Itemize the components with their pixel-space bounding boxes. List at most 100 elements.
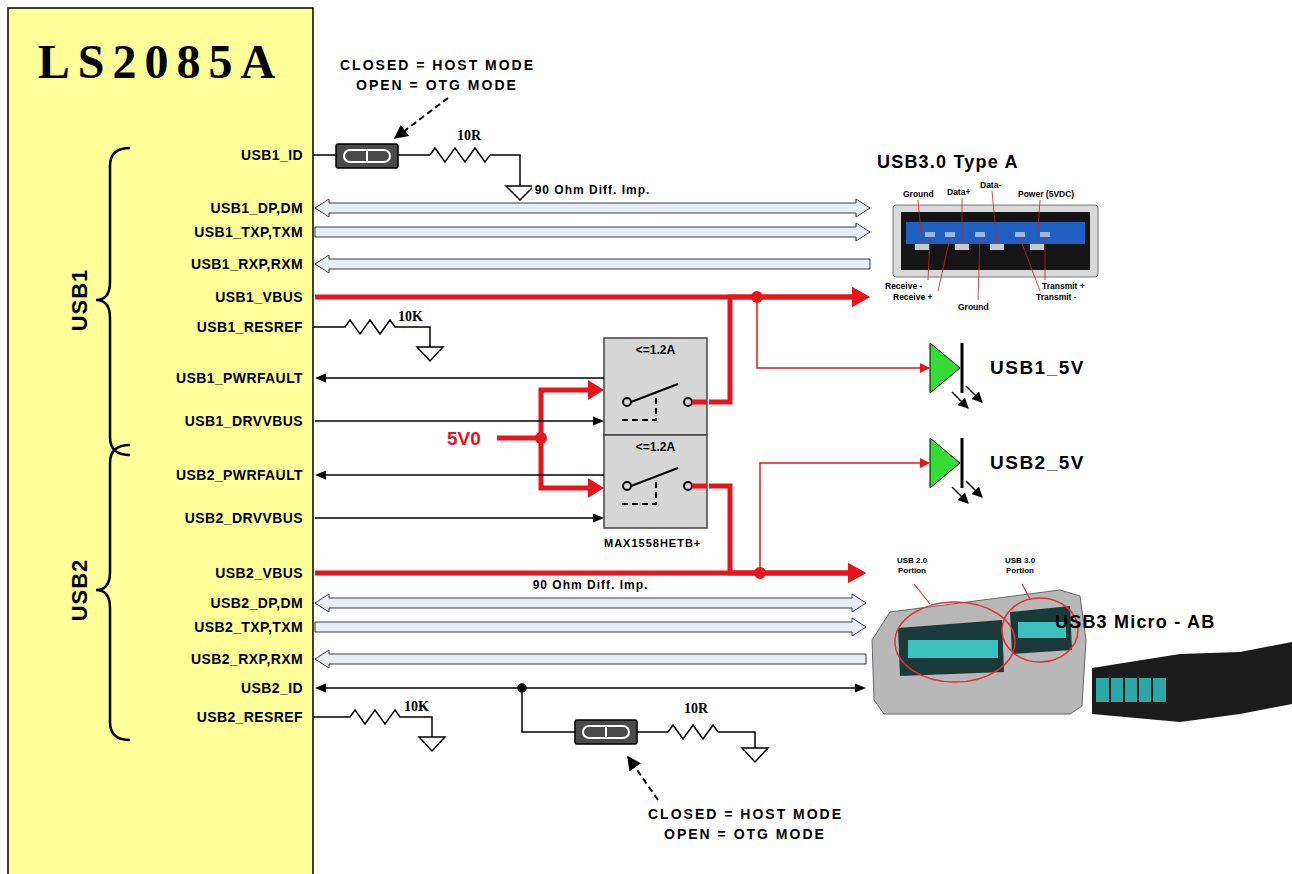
signal-name: USB1_VBUS (215, 289, 303, 305)
signal-name: USB1_ID (241, 147, 303, 163)
usb-micro-ab-picture (898, 620, 1004, 676)
component-value: 10R (457, 128, 481, 144)
signal-wire (315, 514, 604, 523)
switch-symbol (622, 394, 656, 420)
usb-type-a-picture (918, 191, 1045, 300)
switch-symbol (631, 468, 678, 486)
wire-line (324, 377, 604, 379)
led-symbol (930, 343, 982, 503)
arrow-head (593, 514, 604, 523)
usb-type-a-picture (893, 191, 1098, 300)
mode-note: OPEN = OTG MODE (356, 77, 518, 94)
usb-type-a-picture (945, 232, 955, 237)
signal-name: USB1_RESREF (197, 319, 303, 335)
resistor-circuit (313, 320, 430, 347)
jumper-circuit (575, 720, 637, 744)
group-bracket (96, 148, 130, 455)
usb-micro-ab-picture (914, 584, 1030, 604)
signal-name: USB2_TXP,TXM (194, 619, 303, 635)
signal-name: USB1_PWRFAULT (176, 370, 303, 386)
power-wire (497, 390, 707, 488)
component-value: 10R (684, 701, 708, 717)
node-text: Transmit + (1042, 281, 1085, 291)
signal-name: USB1_DP,DM (211, 200, 303, 216)
diff-pair-arrow-body (315, 255, 870, 273)
node-text: USB 2.0 Portion (888, 556, 936, 576)
part-number: MAX1558HETB+ (604, 536, 701, 550)
arrow-head (848, 563, 866, 583)
arrow-head (593, 417, 604, 426)
wire-line (315, 420, 595, 422)
vbus-wire (709, 486, 866, 583)
group-name: USB1 (68, 269, 92, 332)
power-wire (497, 291, 930, 579)
diff-pair-arrow-body (315, 618, 866, 636)
led-symbol (966, 386, 982, 402)
led-symbol (966, 481, 982, 497)
node-text: Data+ (947, 187, 970, 197)
diff-pair-arrow (315, 594, 866, 612)
switch-body (604, 338, 707, 528)
jumper-circuit (344, 150, 390, 162)
node-text: Receive + (893, 292, 932, 302)
usb-micro-ab-picture (872, 590, 1086, 714)
node-title: <=1.2A (604, 440, 707, 454)
group-name: USB2 (68, 559, 92, 622)
switch-body (604, 338, 707, 435)
arrow-head (315, 471, 326, 480)
resistor-circuit (313, 320, 445, 751)
vbus-wire (709, 287, 870, 402)
wire-line (709, 297, 854, 402)
usb-micro-ab-picture (1096, 678, 1166, 702)
impedance-note: 90 Ohm Diff. Imp. (530, 578, 652, 592)
power-wire (920, 458, 930, 468)
signal-name: USB2_PWRFAULT (176, 467, 303, 483)
switch-symbol (631, 384, 678, 402)
usb-type-a-picture (1015, 232, 1025, 237)
arrow-head (852, 287, 870, 307)
wire-line (324, 687, 857, 689)
jumper-circuit (506, 186, 534, 200)
wire-line (709, 486, 850, 573)
chip-body (8, 8, 313, 874)
jumper-circuit (336, 144, 398, 168)
usb-type-a-picture (925, 232, 935, 237)
diff-pair-arrow-body (315, 594, 866, 612)
component-value: 10K (404, 699, 429, 715)
jumper-circuit (395, 98, 448, 138)
jumper-circuit (742, 748, 768, 762)
diff-pair-arrow-body (315, 650, 866, 668)
switch-body (604, 435, 707, 528)
mode-note: CLOSED = HOST MODE (340, 57, 535, 74)
diff-pair-arrow (315, 223, 870, 241)
chip-body (8, 8, 313, 874)
led-symbol (961, 438, 964, 488)
usb-type-a-picture (915, 244, 929, 250)
jumper-circuit (668, 725, 718, 739)
arrow-head (315, 374, 326, 383)
arrow-head (852, 287, 870, 307)
led-name: USB2_5V (990, 452, 1085, 474)
signal-name: USB1_TXP,TXM (194, 224, 303, 240)
signal-name: USB1_RXP,RXM (191, 256, 303, 272)
node-title: USB3 Micro - AB (1055, 612, 1215, 633)
signal-name: USB1_DRVVBUS (185, 413, 303, 429)
power-switch: <=1.2A (604, 338, 709, 435)
group-bracket (96, 445, 130, 740)
node-text: Ground (903, 189, 934, 199)
node-text: Receive - (885, 281, 922, 291)
jumper-circuit (522, 692, 755, 748)
diff-pair-arrow (315, 618, 866, 636)
diff-pair-arrow-body (315, 199, 870, 217)
resistor-circuit (419, 737, 445, 751)
power-switch: <=1.2A (604, 435, 709, 528)
power-rail-name: 5V0 (447, 428, 481, 450)
led-symbol (952, 392, 968, 408)
led-name: USB1_5V (990, 357, 1085, 379)
led-symbol (930, 343, 960, 393)
node-text: Ground (958, 302, 989, 312)
switch-symbol (623, 482, 631, 490)
signal-wire (315, 374, 604, 383)
